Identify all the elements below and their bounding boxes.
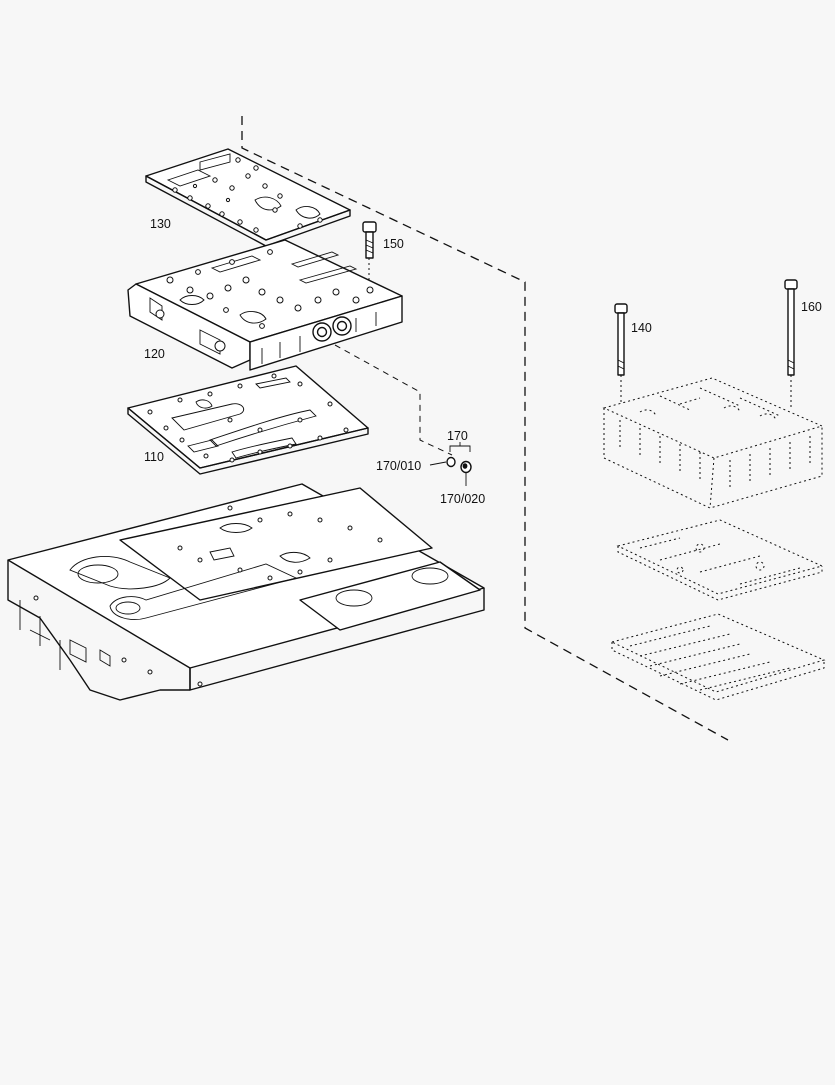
bolt-140 [614, 303, 628, 402]
transmission-housing [7, 483, 485, 701]
callout-110: 110 [144, 450, 164, 464]
callout-170-020: 170/020 [440, 492, 485, 506]
callout-leaders [429, 461, 447, 466]
plug-assembly-170 [446, 442, 472, 486]
callout-150: 150 [383, 237, 404, 251]
callout-140: 140 [631, 321, 652, 335]
bolt-160 [784, 279, 798, 410]
faded-valve-block-assembly [602, 377, 826, 701]
valve-body-120 [127, 239, 403, 371]
callout-170-010: 170/010 [376, 459, 421, 473]
callout-120: 120 [144, 347, 165, 361]
callout-130: 130 [150, 217, 171, 231]
callout-160: 160 [801, 300, 822, 314]
callout-170: 170 [447, 429, 468, 443]
callout-labels: 130 150 120 110 170 170/010 170/020 140 … [144, 217, 822, 506]
gasket-plate-110 [127, 365, 369, 475]
bolt-150 [362, 221, 377, 282]
separating-plate-130 [145, 148, 351, 247]
assembly-guide-lines [241, 116, 729, 741]
